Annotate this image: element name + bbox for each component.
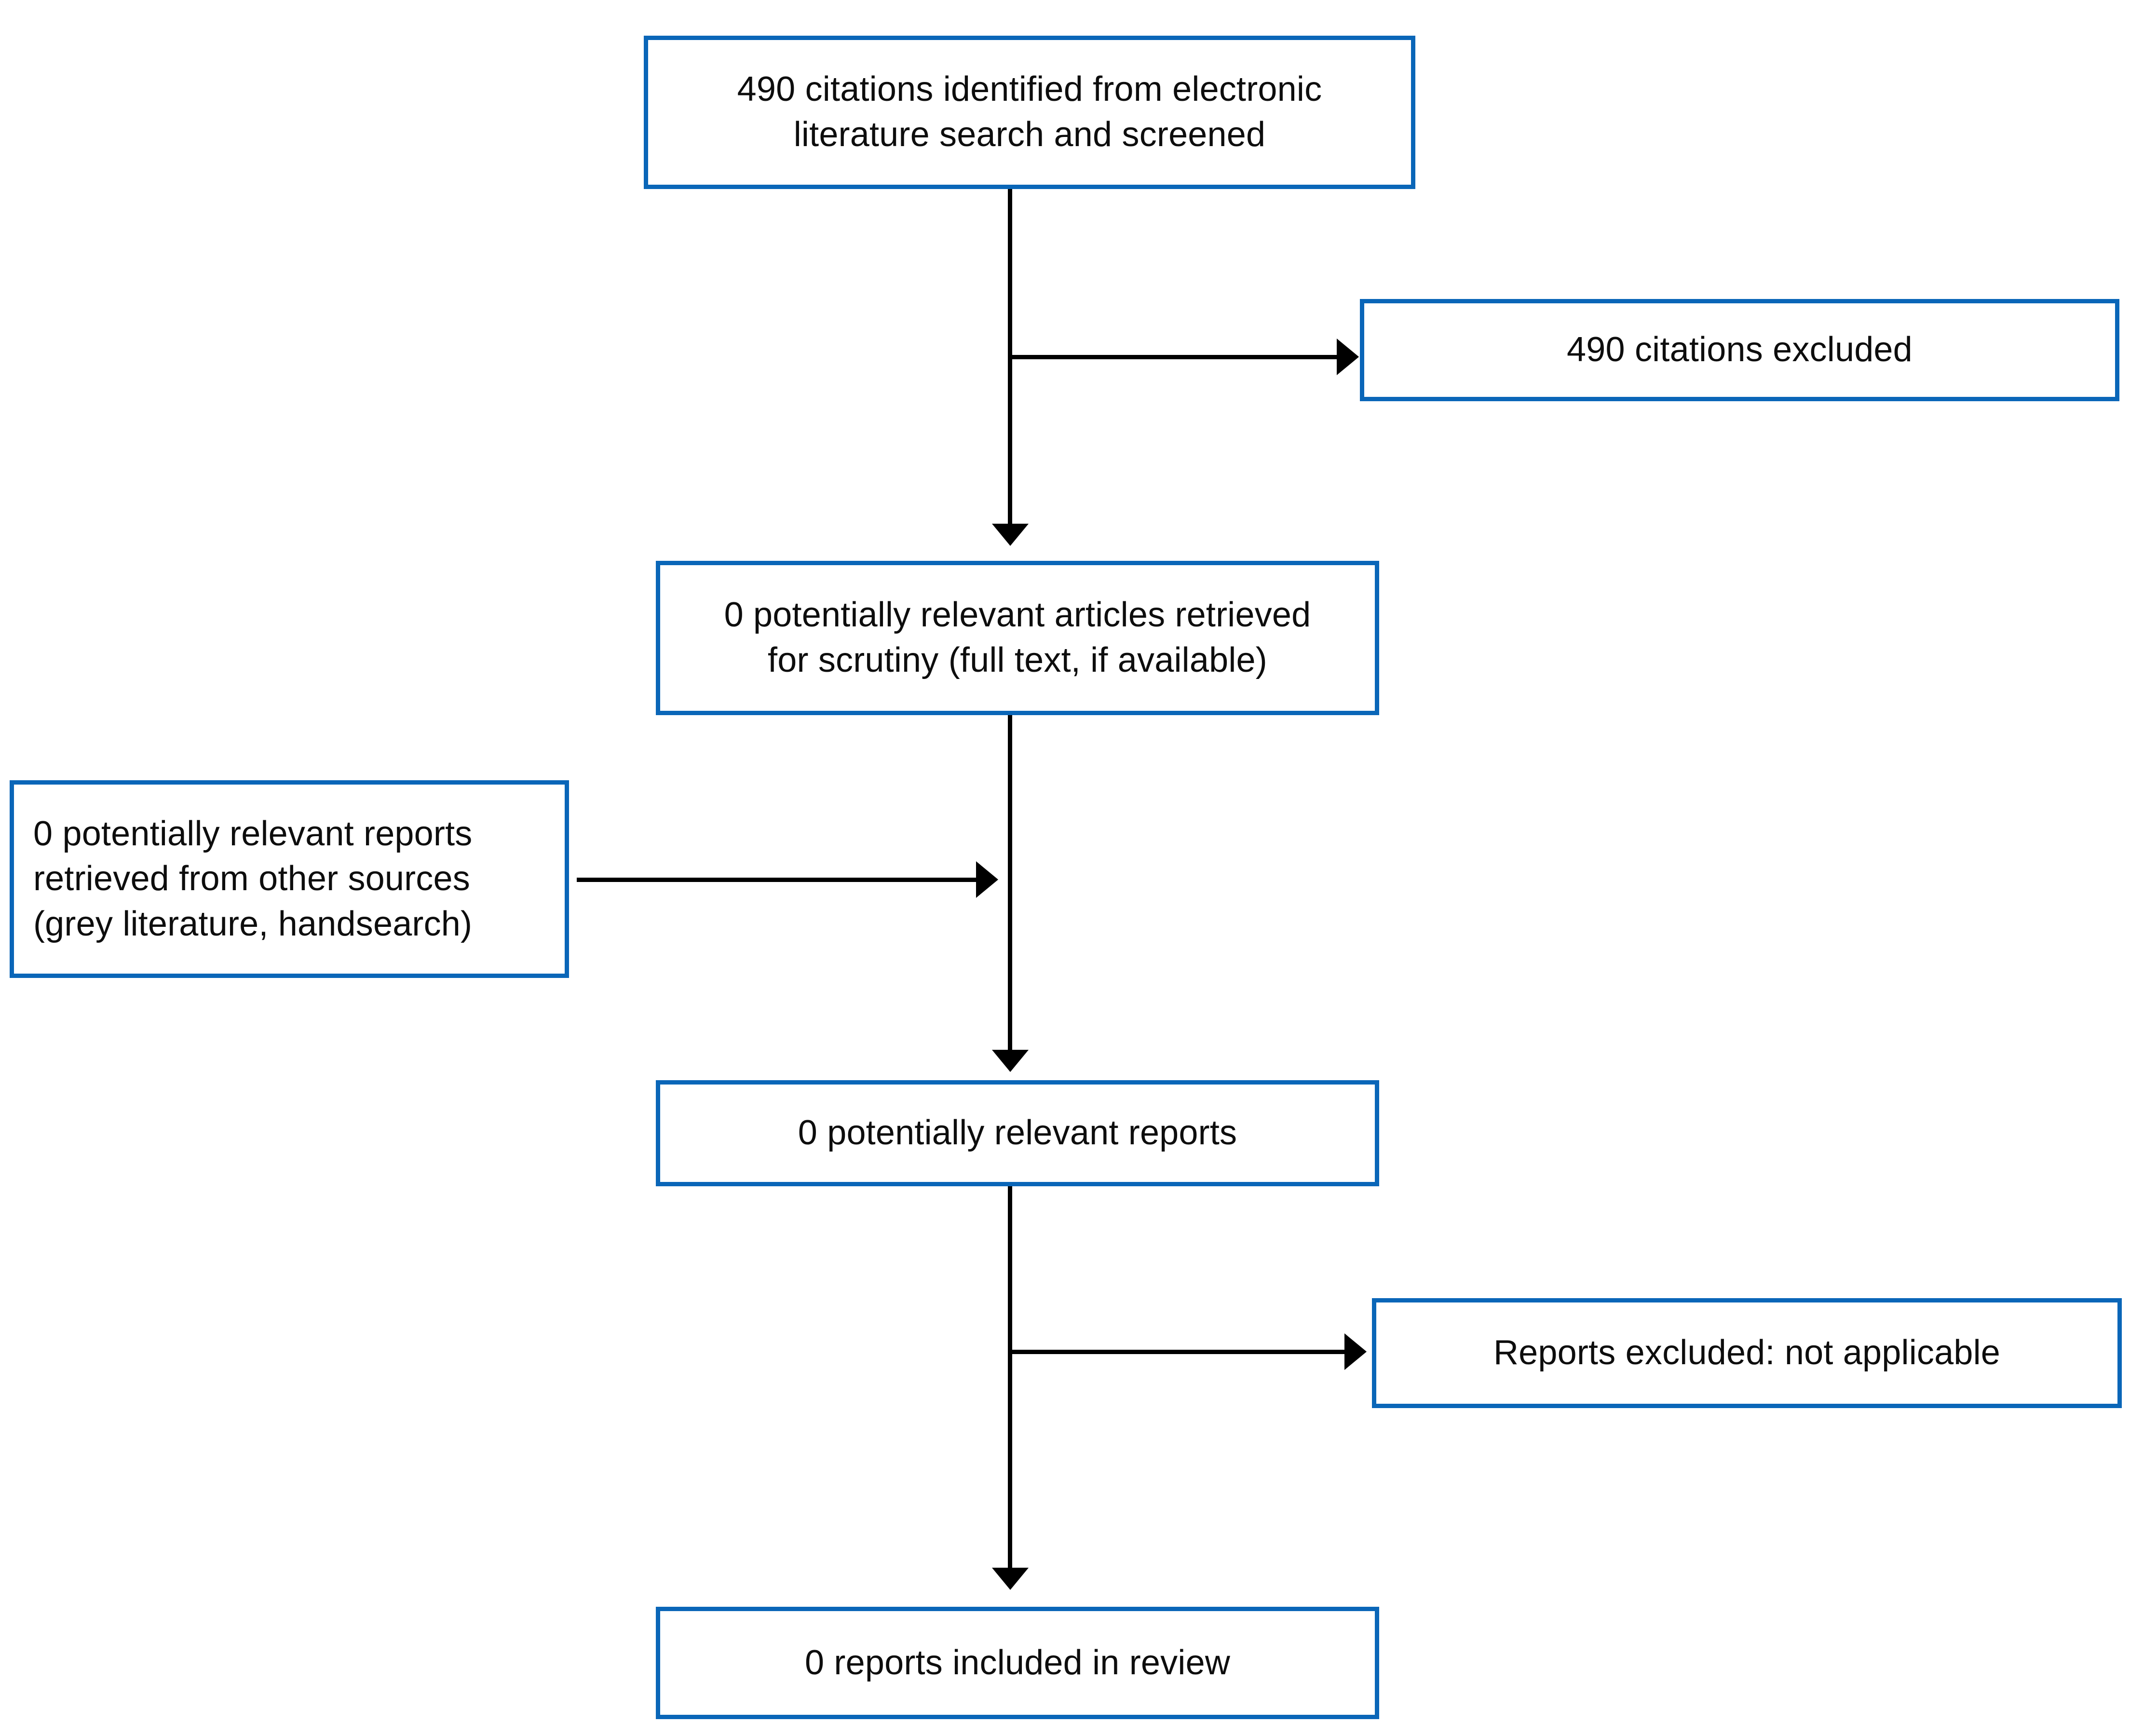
arrowhead-right-icon (1344, 1333, 1367, 1370)
node-citations-identified: 490 citations identified from electronic… (644, 36, 1415, 189)
node-potentially-relevant-reports: 0 potentially relevant reports (656, 1080, 1379, 1186)
node-reports-other-sources: 0 potentially relevant reports retrieved… (10, 780, 569, 978)
node-articles-retrieved-label: 0 potentially relevant articles retrieve… (724, 596, 1311, 679)
arrowhead-down-icon (992, 1568, 1029, 1590)
arrowhead-down-icon (992, 524, 1029, 546)
connector-identified-to-retrieved (1008, 189, 1012, 535)
node-articles-retrieved: 0 potentially relevant articles retrieve… (656, 561, 1379, 715)
node-potentially-relevant-reports-label: 0 potentially relevant reports (798, 1113, 1237, 1153)
connector-retrieved-to-relevant-reports (1008, 715, 1012, 1061)
connector-relevant-reports-to-reports-excluded (1008, 1350, 1348, 1354)
arrowhead-right-icon (1337, 339, 1359, 375)
node-citations-identified-label: 490 citations identified from electronic… (737, 70, 1322, 154)
connector-identified-to-citations-excluded (1008, 355, 1341, 359)
connector-relevant-reports-to-included (1008, 1186, 1012, 1579)
node-reports-included: 0 reports included in review (656, 1607, 1379, 1719)
node-citations-excluded: 490 citations excluded (1360, 299, 2119, 401)
connector-other-sources-to-relevant-reports (577, 878, 980, 882)
node-reports-included-label: 0 reports included in review (804, 1643, 1231, 1682)
node-reports-excluded-label: Reports excluded: not applicable (1493, 1333, 2001, 1372)
node-reports-other-sources-label: 0 potentially relevant reports retrieved… (33, 814, 473, 943)
arrowhead-down-icon (992, 1050, 1029, 1072)
node-reports-excluded: Reports excluded: not applicable (1372, 1298, 2122, 1408)
arrowhead-right-icon (976, 861, 998, 898)
node-citations-excluded-label: 490 citations excluded (1567, 330, 1913, 369)
